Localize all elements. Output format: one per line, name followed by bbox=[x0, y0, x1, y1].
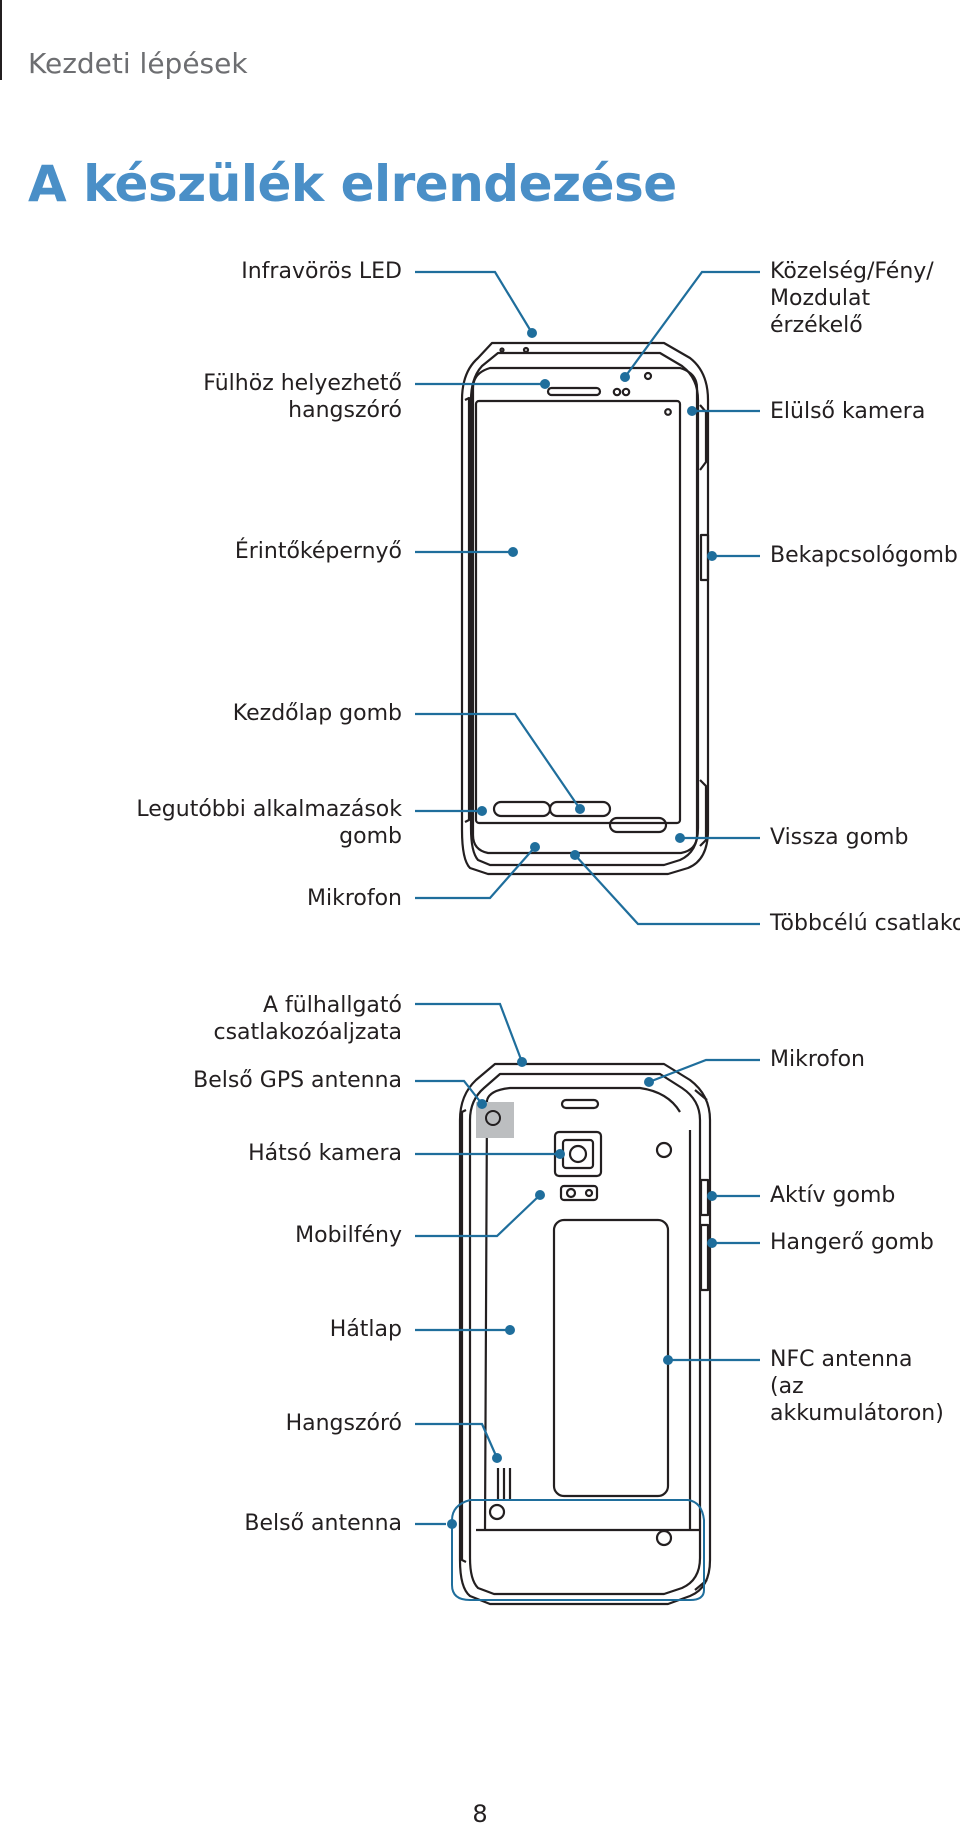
label-headset-jack: A fülhallgató csatlakozóaljzata bbox=[213, 993, 402, 1045]
page-number: 8 bbox=[472, 1800, 488, 1828]
label-multipurpose-jack: Többcélú csatlakozó bbox=[770, 911, 960, 936]
label-volume-button: Hangerő gomb bbox=[770, 1230, 934, 1255]
front-device-drawing bbox=[460, 341, 710, 876]
label-earpiece: Fülhöz helyezhető hangszóró bbox=[203, 371, 402, 423]
label-infrared-led: Infravörös LED bbox=[241, 259, 402, 284]
back-callouts bbox=[415, 1002, 760, 1601]
label-proximity-sensor: Közelség/Fény/ Mozdulat érzékelő bbox=[770, 259, 934, 338]
label-touchscreen: Érintőképernyő bbox=[234, 539, 402, 564]
label-front-camera: Elülső kamera bbox=[770, 399, 926, 424]
section-marker bbox=[0, 0, 2, 80]
label-home-button: Kezdőlap gomb bbox=[232, 701, 402, 726]
front-callout-dots bbox=[477, 328, 717, 860]
label-nfc-antenna: NFC antenna (az akkumulátoron) bbox=[770, 1347, 944, 1426]
back-callout-dots bbox=[447, 1057, 717, 1529]
label-back-button: Vissza gomb bbox=[770, 825, 909, 850]
label-speaker: Hangszóró bbox=[285, 1411, 402, 1436]
label-rear-camera: Hátsó kamera bbox=[248, 1141, 402, 1166]
label-flash: Mobilfény bbox=[295, 1223, 402, 1248]
back-device-drawing bbox=[458, 1062, 712, 1606]
label-power-button: Bekapcsológomb bbox=[770, 543, 958, 568]
page-title: A készülék elrendezése bbox=[28, 155, 677, 213]
label-gps-antenna: Belső GPS antenna bbox=[193, 1068, 402, 1093]
label-front-microphone: Mikrofon bbox=[306, 886, 402, 911]
label-back-cover: Hátlap bbox=[329, 1317, 402, 1342]
label-active-key: Aktív gomb bbox=[770, 1183, 896, 1208]
section-label: Kezdeti lépések bbox=[28, 47, 248, 80]
label-rear-microphone: Mikrofon bbox=[770, 1047, 866, 1072]
label-main-antenna: Belső antenna bbox=[244, 1511, 402, 1536]
front-callouts bbox=[415, 270, 760, 926]
label-recent-apps-button: Legutóbbi alkalmazások gomb bbox=[136, 797, 402, 849]
